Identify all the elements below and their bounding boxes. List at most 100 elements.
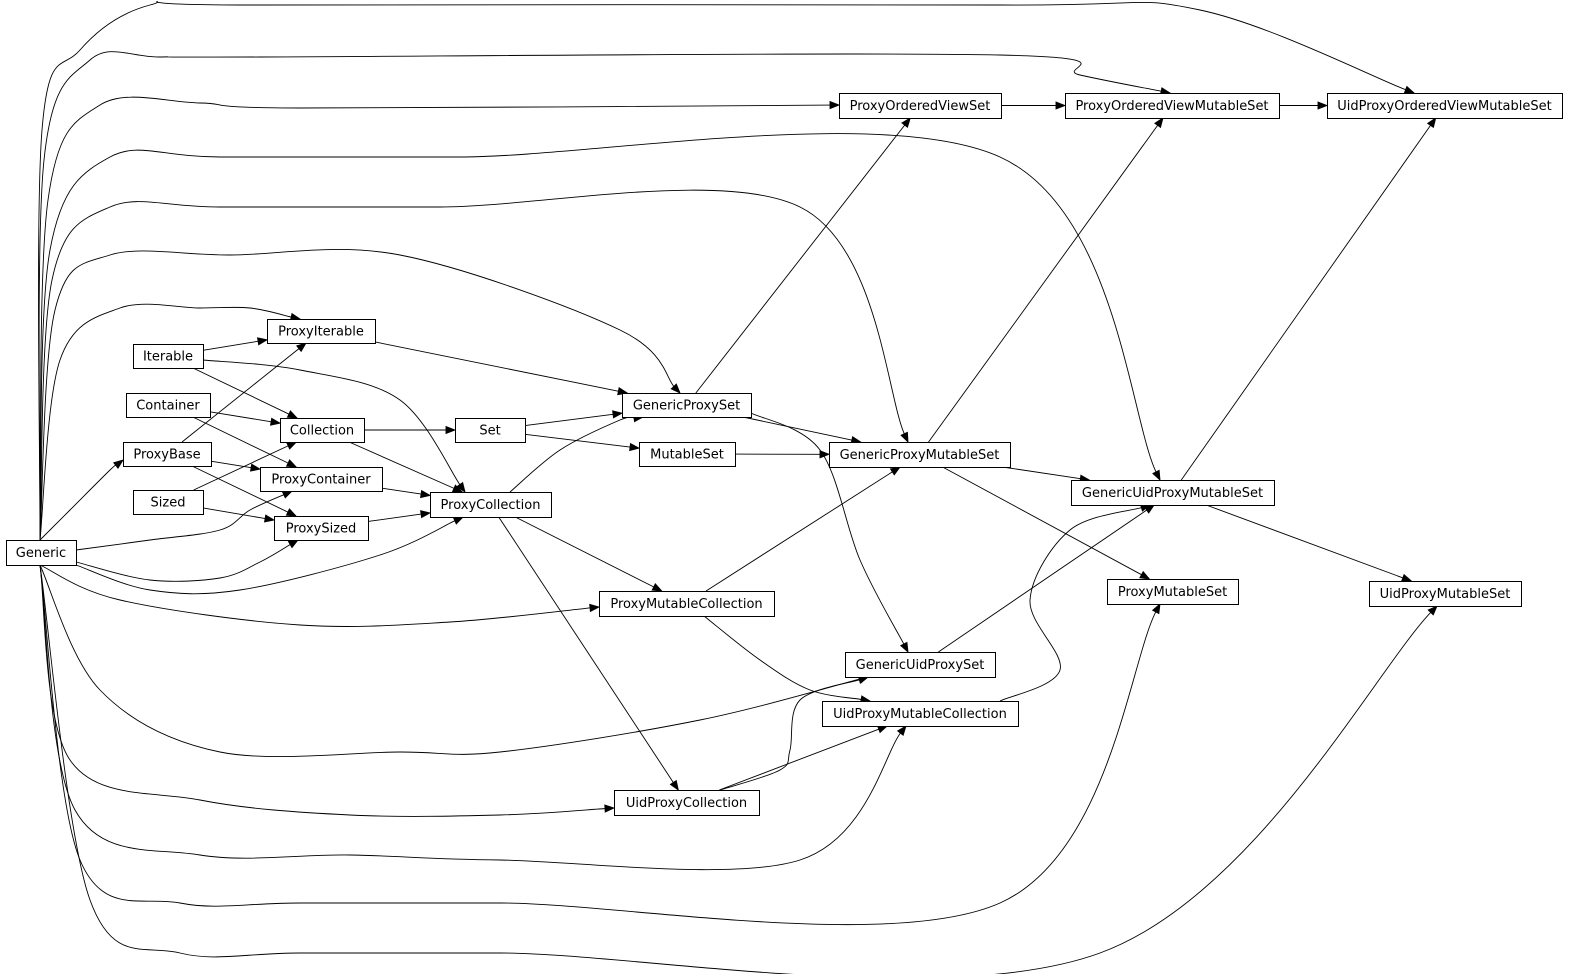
edge-Generic-to-ProxyContainer <box>75 490 294 551</box>
node-box <box>614 790 760 816</box>
edge-line <box>750 412 905 646</box>
arrowhead <box>286 441 298 450</box>
node-UidProxyCollection[interactable]: UidProxyCollection <box>614 790 760 816</box>
node-ProxyIterable[interactable]: ProxyIterable <box>267 319 376 344</box>
node-box <box>599 591 775 617</box>
edge-GenericProxySet-to-GenericUidProxySet <box>750 412 909 654</box>
edge-line <box>374 341 620 392</box>
node-Set[interactable]: Set <box>455 418 526 443</box>
node-box <box>133 490 204 515</box>
node-box <box>123 442 212 467</box>
node-GenericUidProxyMutableSet[interactable]: GenericUidProxyMutableSet <box>1071 480 1275 506</box>
arrowhead <box>901 117 912 129</box>
edge-GenericUidProxyMutableSet-to-UidProxyOrderedViewMutableSet <box>1180 116 1437 481</box>
edge-line <box>39 303 293 541</box>
arrowhead <box>250 463 262 472</box>
node-box <box>126 393 211 418</box>
node-ProxyOrderedViewMutableSet[interactable]: ProxyOrderedViewMutableSet <box>1065 93 1280 119</box>
edge-GenericProxyMutableSet-to-ProxyMutableSet <box>942 466 1151 580</box>
arrowhead <box>420 510 432 519</box>
node-label: UidProxyCollection <box>626 796 747 811</box>
node-label: MutableSet <box>650 448 724 463</box>
edge-Generic-to-UidProxyCollection <box>39 564 616 817</box>
node-GenericUidProxySet[interactable]: GenericUidProxySet <box>845 652 996 678</box>
arrowhead <box>629 442 641 452</box>
arrowhead <box>451 484 464 493</box>
node-label: GenericProxySet <box>633 399 740 414</box>
edge-Container-to-Collection <box>209 411 282 426</box>
node-box <box>280 418 365 443</box>
node-label: ProxyOrderedViewSet <box>850 99 991 114</box>
node-UidProxyOrderedViewMutableSet[interactable]: UidProxyOrderedViewMutableSet <box>1327 93 1563 119</box>
edge-Generic-to-UidProxyMutableCollection <box>39 564 907 871</box>
edge-line <box>695 124 906 394</box>
node-label: Sized <box>151 496 186 511</box>
edge-line <box>39 249 675 541</box>
edge-line <box>1180 124 1432 481</box>
edge-line <box>999 506 1143 702</box>
node-box <box>1107 579 1239 605</box>
node-box <box>260 467 383 492</box>
node-ProxyMutableSet[interactable]: ProxyMutableSet <box>1107 579 1239 605</box>
arrowhead <box>286 410 299 419</box>
node-box <box>6 540 77 566</box>
node-Container[interactable]: Container <box>126 393 211 418</box>
node-UidProxyMutableCollection[interactable]: UidProxyMutableCollection <box>822 701 1019 727</box>
edge-UidProxyCollection-to-GenericUidProxySet <box>719 676 870 791</box>
node-UidProxyMutableSet[interactable]: UidProxyMutableSet <box>1369 581 1522 607</box>
edge-ProxyBase-to-ProxySized <box>191 465 298 517</box>
arrowhead <box>420 489 432 499</box>
node-GenericProxySet[interactable]: GenericProxySet <box>622 393 752 418</box>
edge-Generic-to-ProxyIterable <box>39 303 302 541</box>
edge-Iterable-to-Collection <box>192 367 299 419</box>
edge-line <box>1206 504 1404 579</box>
edge-line <box>192 367 291 415</box>
node-Collection[interactable]: Collection <box>280 418 365 443</box>
node-ProxyContainer[interactable]: ProxyContainer <box>260 467 383 492</box>
arrowhead <box>889 466 901 476</box>
arrowhead <box>819 450 831 459</box>
edge-line <box>202 507 267 520</box>
arrowhead <box>899 641 909 654</box>
edge-line <box>38 1 1407 541</box>
node-label: GenericProxyMutableSet <box>840 448 1000 463</box>
node-label: GenericUidProxySet <box>856 658 985 673</box>
node-Iterable[interactable]: Iterable <box>133 344 204 369</box>
arrowhead <box>1400 573 1413 582</box>
node-label: Container <box>136 399 200 414</box>
arrowhead <box>1427 605 1438 616</box>
edge-MutableSet-to-GenericProxyMutableSet <box>734 450 831 459</box>
node-ProxyOrderedViewSet[interactable]: ProxyOrderedViewSet <box>839 93 1002 119</box>
node-ProxyMutableCollection[interactable]: ProxyMutableCollection <box>599 591 775 617</box>
edge-line <box>938 509 1148 653</box>
node-label: ProxyMutableCollection <box>610 597 762 612</box>
node-box <box>274 516 369 541</box>
edge-ProxyCollection-to-GenericProxySet <box>509 414 645 493</box>
edge-line <box>928 124 1159 443</box>
node-ProxyBase[interactable]: ProxyBase <box>123 442 212 467</box>
edge-GenericProxySet-to-ProxyOrderedViewSet <box>695 117 912 394</box>
node-ProxyCollection[interactable]: ProxyCollection <box>430 492 552 518</box>
edge-GenericProxySet-to-GenericProxyMutableSet <box>742 416 862 445</box>
node-box <box>1071 480 1275 506</box>
arrowhead <box>1154 116 1164 129</box>
edge-line <box>39 133 1157 541</box>
edge-Container-to-ProxyContainer <box>192 416 298 468</box>
edge-ProxyContainer-to-ProxyCollection <box>381 487 432 499</box>
node-box <box>430 492 552 518</box>
arrowhead <box>612 410 624 419</box>
edge-ProxyCollection-to-UidProxyCollection <box>498 516 679 792</box>
node-GenericProxyMutableSet[interactable]: GenericProxyMutableSet <box>829 442 1011 468</box>
node-MutableSet[interactable]: MutableSet <box>639 442 736 467</box>
edge-line <box>39 464 117 541</box>
arrowhead <box>285 508 298 517</box>
node-ProxySized[interactable]: ProxySized <box>274 516 369 541</box>
arrowhead <box>295 342 307 353</box>
node-Sized[interactable]: Sized <box>133 490 204 515</box>
arrowhead <box>1426 116 1437 129</box>
node-Generic[interactable]: Generic <box>6 540 77 566</box>
edge-line <box>193 444 290 491</box>
edge-Sized-to-ProxySized <box>202 507 276 523</box>
node-box <box>267 319 376 344</box>
node-box <box>622 393 752 418</box>
